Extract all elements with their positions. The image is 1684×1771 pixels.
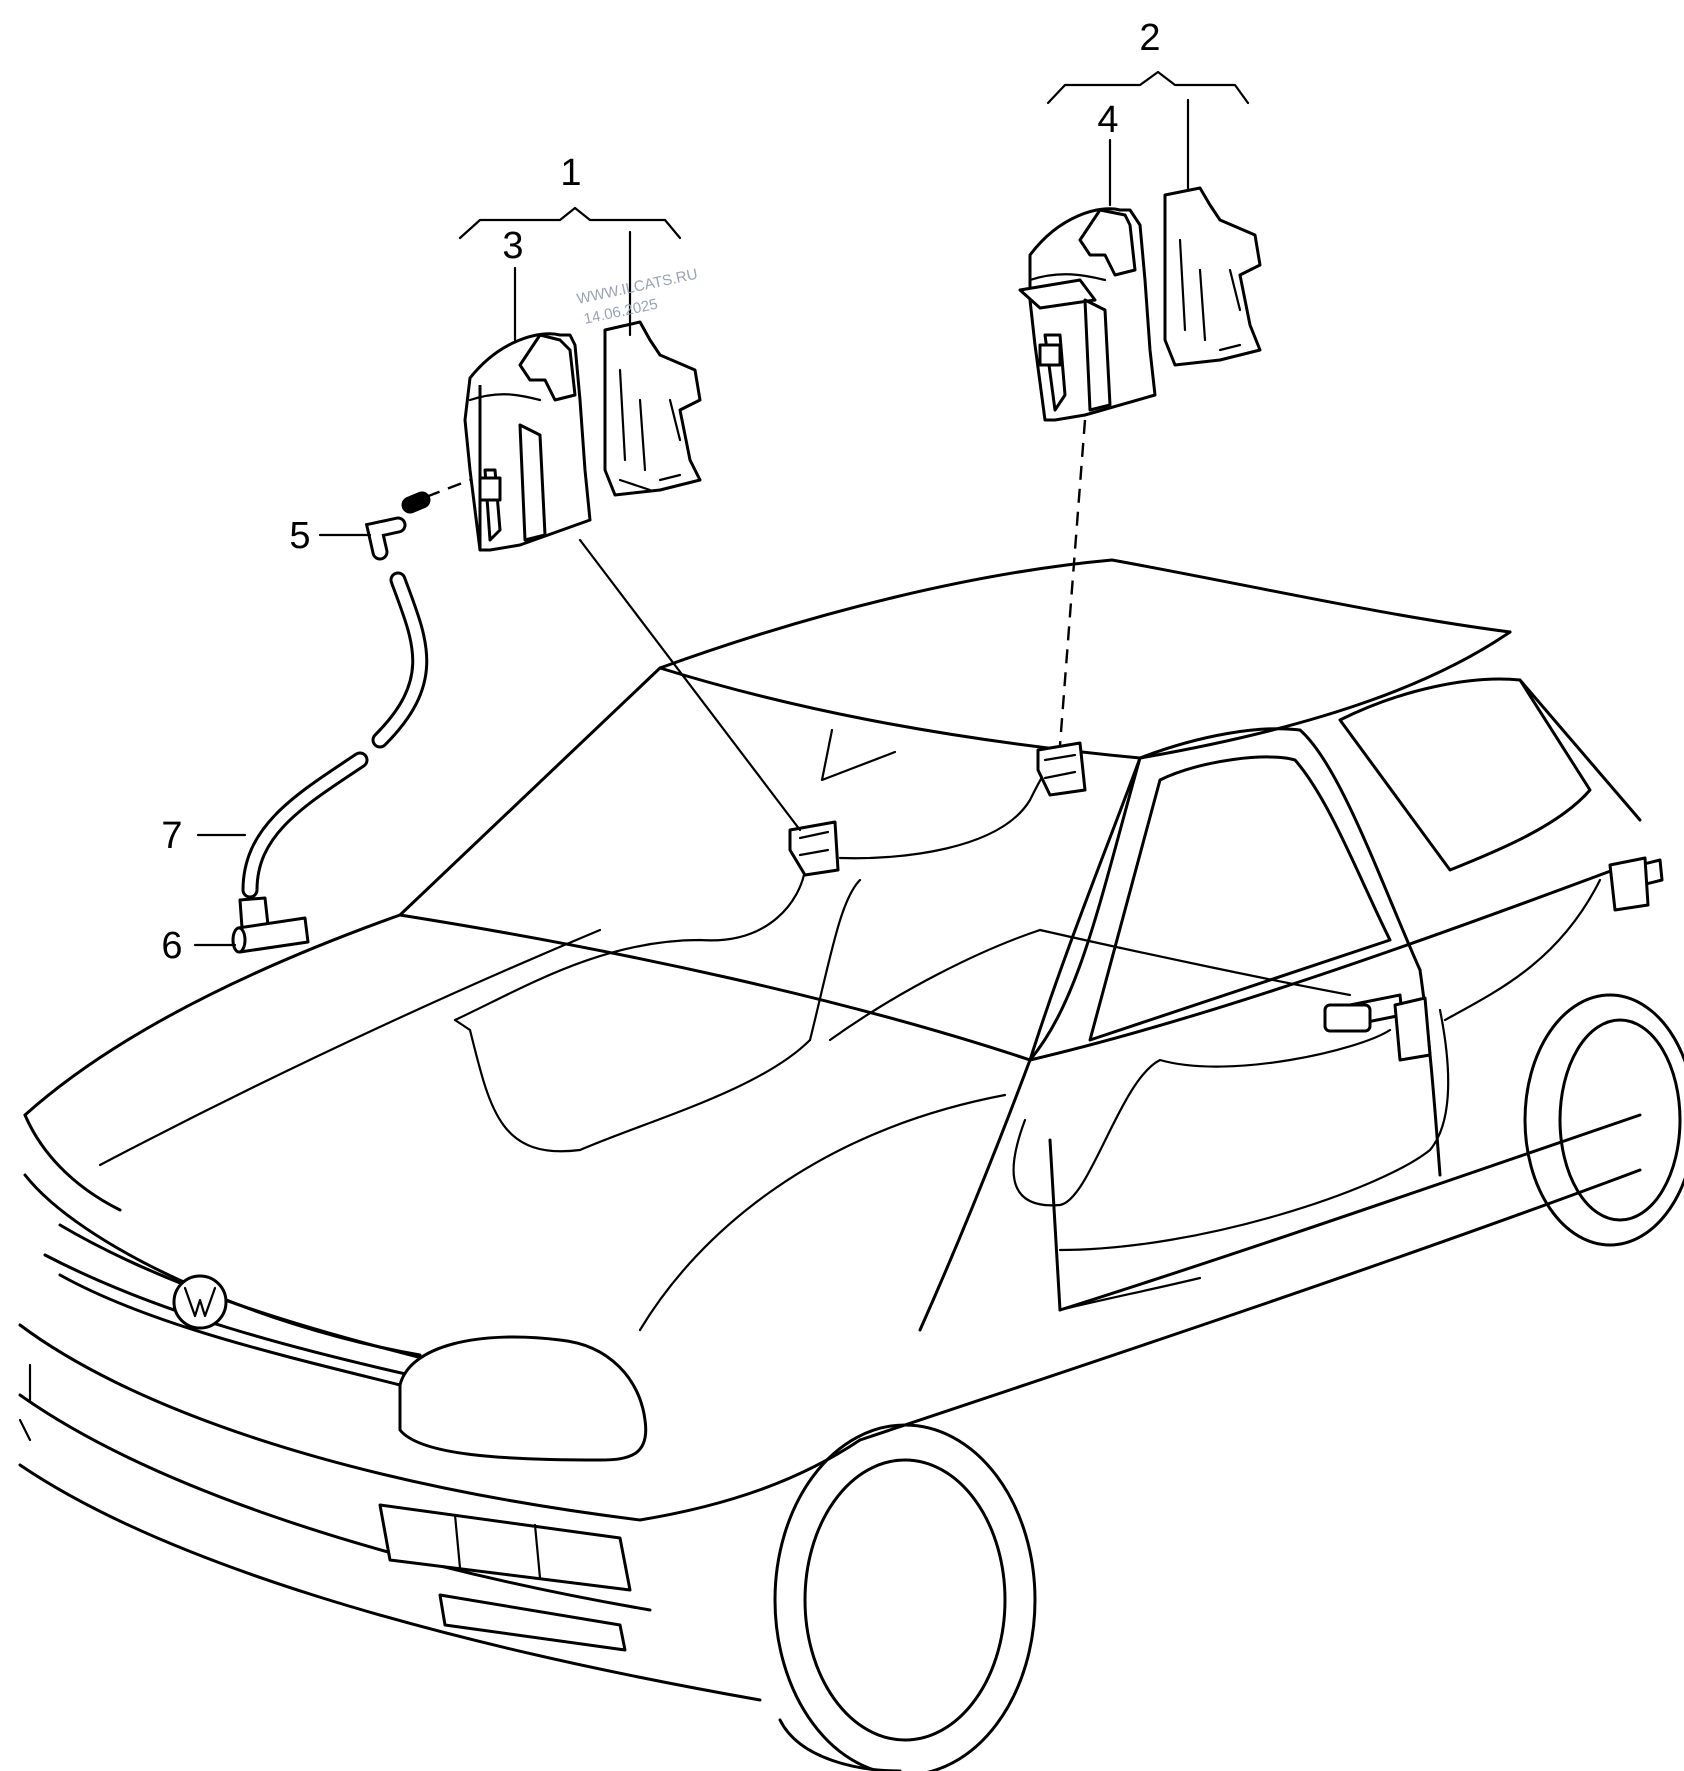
callout-5: 5 (289, 515, 310, 557)
elbow-connector-part-5 (364, 491, 431, 561)
lock-actuator-part-3 (463, 332, 592, 552)
callout-4: 4 (1097, 99, 1118, 141)
t-piece-part-6 (231, 896, 310, 954)
assembly-leaders (404, 419, 1087, 832)
callout-7: 7 (161, 815, 182, 857)
lock-body-part-2 (1163, 186, 1262, 367)
callout-6: 6 (161, 925, 182, 967)
lock-wiring (453, 768, 1602, 1252)
callout-bracket-2 (1046, 70, 1250, 190)
lock-body-part-1 (603, 320, 702, 497)
door-lock-actuator-mounted (1393, 856, 1650, 1062)
callout-bracket-1 (458, 206, 682, 337)
vacuum-hose-part-7 (241, 751, 369, 899)
car-outline (18, 558, 1684, 1771)
callout-2: 2 (1139, 17, 1160, 59)
callout-1: 1 (560, 152, 581, 194)
callout-leaders (193, 138, 1112, 947)
callout-3: 3 (502, 225, 523, 267)
rear-lock-actuator-mounted (1036, 741, 1087, 797)
vw-logo-icon (172, 1274, 228, 1330)
vacuum-hose-upper (371, 571, 429, 749)
lock-actuator-part-4 (1018, 207, 1157, 422)
front-door-actuator-mounted (788, 820, 840, 877)
